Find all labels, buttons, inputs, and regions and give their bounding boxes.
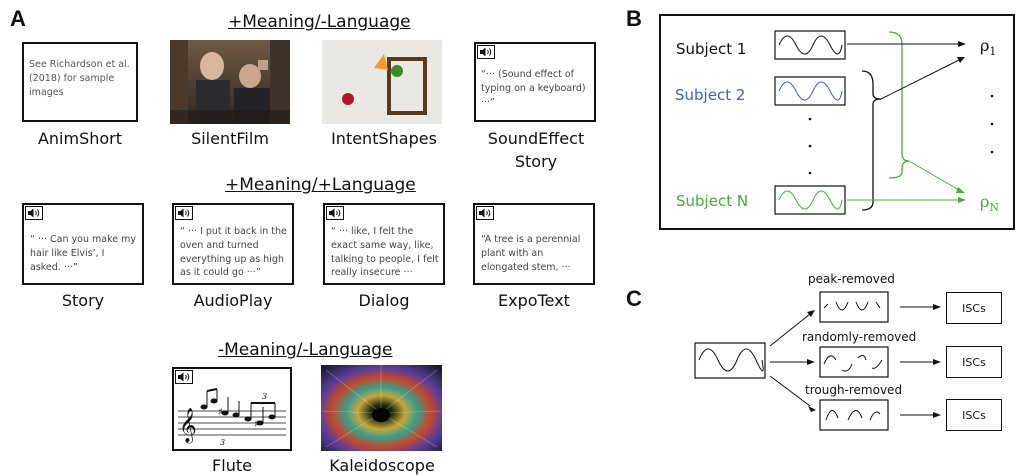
speaker-icon <box>175 206 193 220</box>
ellipsis-dot <box>990 150 994 154</box>
peak-removed-box <box>819 291 889 323</box>
arrow-to-trough-removed <box>769 375 811 407</box>
speaker-icon <box>476 206 494 220</box>
sheet-music-icon: 𝄞 ♯ ♯ 3 3 <box>178 388 286 447</box>
rho-n-label: ρN <box>980 192 1000 215</box>
expotext-quote: “A tree is a perennial plant with an elo… <box>481 234 581 273</box>
soundeffect-label-2: Story <box>514 152 558 171</box>
panel-label-c: C <box>626 286 642 311</box>
subject-2-label: Subject 2 <box>675 86 746 104</box>
ellipsis-dot <box>808 171 812 175</box>
ellipsis-dot <box>990 94 994 98</box>
group-title-meaning-no-language: +Meaning/-Language <box>228 12 411 32</box>
kaleidoscope-image <box>320 365 443 451</box>
subject-n-label: Subject N <box>676 192 749 210</box>
speaker-icon <box>477 45 495 59</box>
intentshapes-image <box>322 40 442 124</box>
iscs-box-random: ISCs <box>946 346 1002 378</box>
kaleidoscope-label: Kaleidoscope <box>329 456 435 475</box>
dialog-quote: “ ··· like, I felt the exact same way, l… <box>331 226 439 279</box>
dialog-label: Dialog <box>358 291 410 310</box>
randomly-removed-label: randomly-removed <box>802 330 917 344</box>
silentfilm-label: SilentFilm <box>191 129 269 148</box>
peak-removed-label: peak-removed <box>808 272 895 286</box>
audioplay-quote: “ ··· I put it back in the oven and turn… <box>180 226 287 279</box>
removal-schematic <box>694 291 941 431</box>
brace-subjects-2-to-n <box>861 70 882 211</box>
brace-subjects-1-to-n-1 <box>888 31 910 179</box>
speaker-icon <box>25 206 43 220</box>
arrow-brace-to-rho-1 <box>880 59 960 100</box>
randomly-removed-box <box>819 346 889 378</box>
story-label: Story <box>61 291 105 310</box>
subject-1-label: Subject 1 <box>676 40 747 58</box>
rho-1-label: ρ1 <box>980 36 997 59</box>
animshort-label: AnimShort <box>37 129 123 148</box>
ellipsis-dot <box>808 144 812 148</box>
animshort-note: See Richardson et al. (2018) for sample … <box>29 59 130 98</box>
story-quote: “ ··· Can you make my hair like Elvis’, … <box>30 234 136 273</box>
soundeffect-quote: “··· (Sound effect of typing on a keyboa… <box>481 69 586 108</box>
arrow-brace-to-rho-n <box>908 160 960 191</box>
source-waveform-box <box>694 342 766 379</box>
trough-removed-box <box>819 399 889 431</box>
peak-removed-waveform <box>823 301 881 311</box>
expotext-label: ExpoText <box>498 291 570 310</box>
soundeffect-label-1: SoundEffect <box>487 129 585 148</box>
animshort-card: See Richardson et al. (2018) for sample … <box>22 42 138 122</box>
silentfilm-image <box>170 40 290 124</box>
waveform-box-subject-1 <box>774 30 846 60</box>
source-waveform <box>698 348 764 372</box>
speaker-icon <box>326 206 344 220</box>
isc-schematic <box>774 30 994 215</box>
svg-text:♯: ♯ <box>218 407 223 418</box>
waveform-box-subject-n <box>774 185 846 215</box>
waveform-box-subject-2 <box>774 76 846 106</box>
svg-text:𝄞: 𝄞 <box>179 408 197 444</box>
arrow-to-peak-removed <box>769 313 811 347</box>
randomly-removed-waveform <box>823 354 883 372</box>
trough-removed-waveform <box>825 410 881 421</box>
audioplay-label: AudioPlay <box>193 291 273 310</box>
iscs-box-trough: ISCs <box>946 399 1002 431</box>
flute-label: Flute <box>212 456 252 475</box>
waveform-subject-n <box>778 190 843 210</box>
intentshapes-label: IntentShapes <box>331 129 437 148</box>
svg-text:3: 3 <box>220 438 225 447</box>
waveform-subject-1 <box>778 35 843 55</box>
iscs-box-peak: ISCs <box>946 292 1002 324</box>
speaker-icon <box>175 370 193 384</box>
panel-label-b: B <box>626 6 642 31</box>
waveform-subject-2 <box>778 81 843 101</box>
ellipsis-dot <box>808 117 812 121</box>
trough-removed-label: trough-removed <box>805 383 903 397</box>
panel-b-frame <box>659 14 1015 230</box>
panel-label-a: A <box>10 6 26 31</box>
group-title-no-meaning-no-language: -Meaning/-Language <box>218 340 393 360</box>
ellipsis-dot <box>990 122 994 126</box>
group-title-meaning-language: +Meaning/+Language <box>225 175 416 195</box>
svg-text:3: 3 <box>262 392 267 401</box>
svg-text:♯: ♯ <box>254 419 259 430</box>
